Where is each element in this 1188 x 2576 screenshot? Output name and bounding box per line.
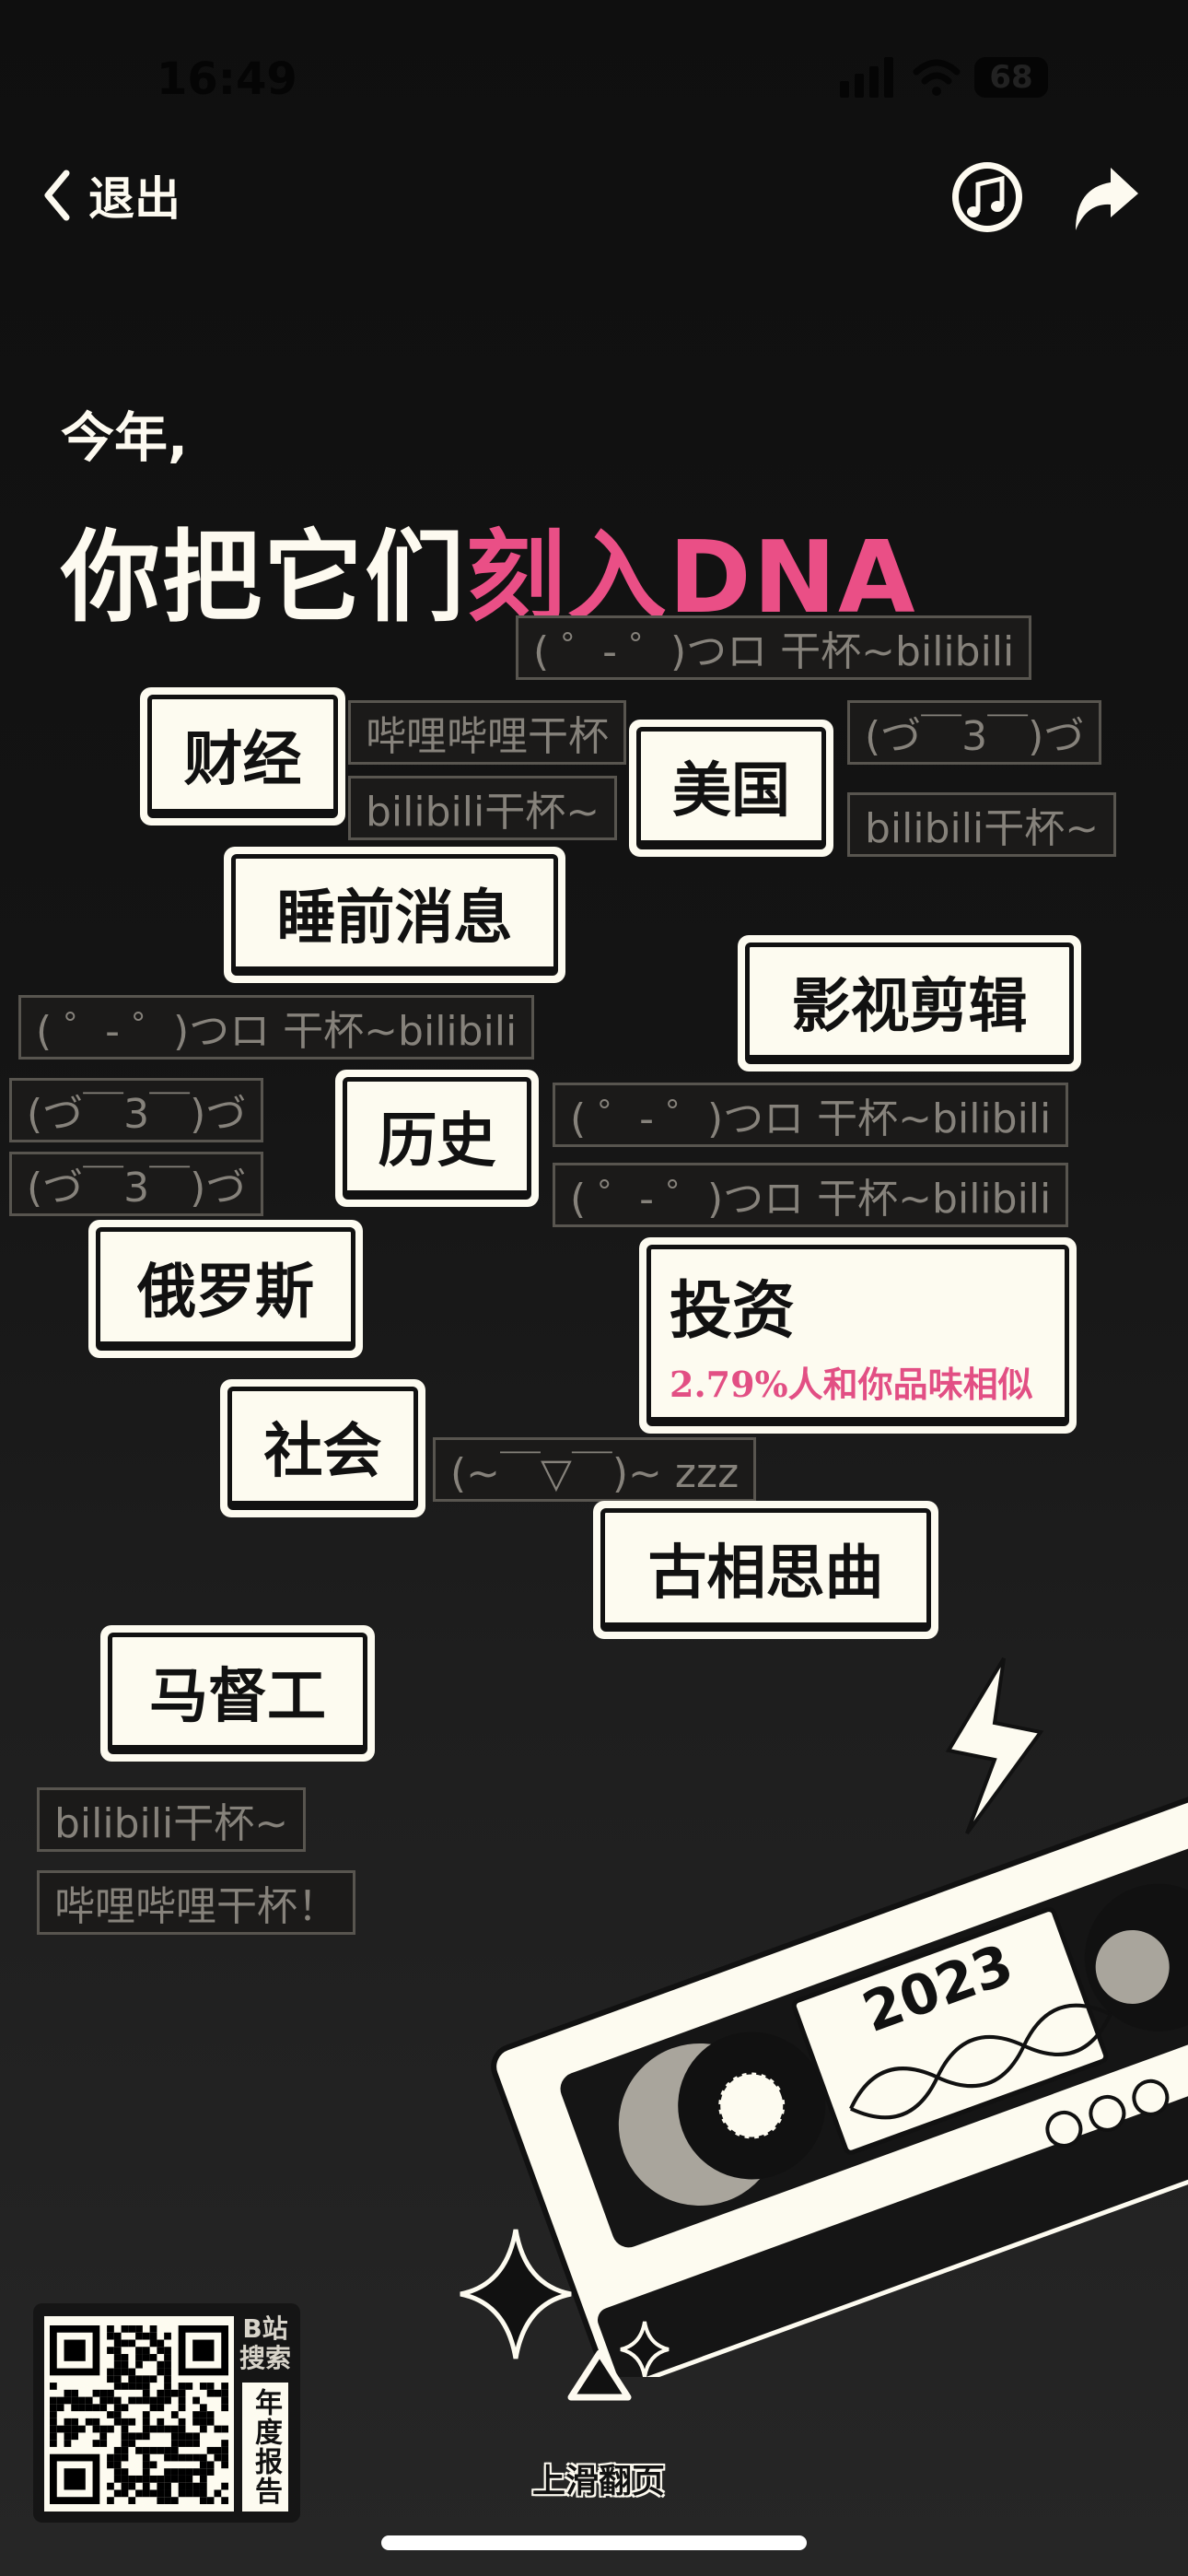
share-button[interactable] xyxy=(1068,164,1142,234)
wifi-icon xyxy=(913,59,961,96)
interest-tag[interactable]: 俄罗斯 xyxy=(88,1220,363,1358)
danmaku-bubble: 哔哩哔哩干杯！ xyxy=(37,1870,355,1935)
title-plain: 你把它们 xyxy=(61,521,467,636)
danmaku-bubble: bilibili干杯~ xyxy=(847,792,1117,857)
exit-button[interactable]: 退出 xyxy=(42,162,181,228)
featured-tag-similarity: 2.79%人和你品味相似 xyxy=(670,1364,1033,1405)
tag-label: 美国 xyxy=(636,727,826,849)
interest-tag[interactable]: 马督工 xyxy=(100,1625,375,1762)
interest-tag[interactable]: 古相思曲 xyxy=(593,1501,938,1639)
status-icons: 68 xyxy=(840,57,1048,98)
tag-label: 社会 xyxy=(227,1387,418,1510)
danmaku-bubble: (づ￣3￣)づ xyxy=(9,1078,264,1142)
share-arrow-icon xyxy=(1076,168,1138,230)
interest-tag[interactable]: 睡前消息 xyxy=(224,847,565,983)
danmaku-bubble: ( ゜- ゜)つロ 干杯~bilibili xyxy=(553,1083,1069,1147)
tag-label: 历史 xyxy=(343,1077,531,1200)
swipe-up-arrow-icon[interactable] xyxy=(565,2348,634,2406)
tag-label: 俄罗斯 xyxy=(96,1227,355,1351)
qr-caption-search: B站搜索 xyxy=(239,2313,292,2373)
tag-label: 睡前消息 xyxy=(231,854,558,976)
featured-interest-tag[interactable]: 投资 2.79%人和你品味相似 xyxy=(639,1237,1077,1434)
tag-label: 马督工 xyxy=(108,1633,367,1754)
sparkle-icon xyxy=(460,2229,572,2359)
danmaku-bubble: bilibili干杯~ xyxy=(37,1787,307,1852)
sparkle-icon xyxy=(620,2321,670,2377)
featured-tag-label: 投资 xyxy=(670,1275,796,1348)
lightning-icon xyxy=(945,1657,1044,1835)
swipe-up-hint: 上滑翻页 xyxy=(531,2463,665,2500)
danmaku-bubble: bilibili干杯~ xyxy=(348,776,618,840)
interest-tag[interactable]: 历史 xyxy=(335,1070,539,1207)
cellular-signal-icon xyxy=(840,57,893,98)
music-toggle-button[interactable] xyxy=(949,158,1026,236)
qr-code-card: B站搜索 年度报告 xyxy=(33,2303,300,2523)
exit-label: 退出 xyxy=(88,172,181,226)
danmaku-bubble: (づ￣3￣)づ xyxy=(847,700,1102,765)
tag-label: 古相思曲 xyxy=(600,1508,931,1632)
music-note-icon xyxy=(952,162,1022,232)
home-indicator[interactable] xyxy=(381,2535,807,2550)
chevron-left-icon xyxy=(44,170,70,221)
status-time: 16:49 xyxy=(157,53,297,105)
vhs-cassette-illustration: 2023 xyxy=(460,1657,1188,2377)
title-line1: 今年, xyxy=(61,406,189,469)
qr-code-pattern xyxy=(50,2325,228,2504)
qr-code xyxy=(44,2316,234,2512)
battery-indicator: 68 xyxy=(974,57,1048,98)
tag-label: 影视剪辑 xyxy=(745,943,1074,1064)
qr-caption-report: 年度报告 xyxy=(242,2383,288,2512)
danmaku-bubble: ( ゜- ゜)つロ 干杯~bilibili xyxy=(516,615,1032,680)
danmaku-bubble: 哔哩哔哩干杯 xyxy=(348,700,626,765)
danmaku-bubble: ( ゜- ゜)つロ 干杯~bilibili xyxy=(18,995,535,1060)
danmaku-bubble: ( ゜- ゜)つロ 干杯~bilibili xyxy=(553,1163,1069,1227)
interest-tag[interactable]: 影视剪辑 xyxy=(738,935,1081,1071)
interest-tag[interactable]: 财经 xyxy=(140,687,345,825)
interest-tag[interactable]: 社会 xyxy=(220,1379,425,1517)
interest-tag[interactable]: 美国 xyxy=(629,720,833,857)
danmaku-bubble: (~￣▽￣)~ zzz xyxy=(433,1437,757,1502)
danmaku-bubble: (づ￣3￣)づ xyxy=(9,1152,264,1216)
tag-label: 财经 xyxy=(147,695,338,818)
